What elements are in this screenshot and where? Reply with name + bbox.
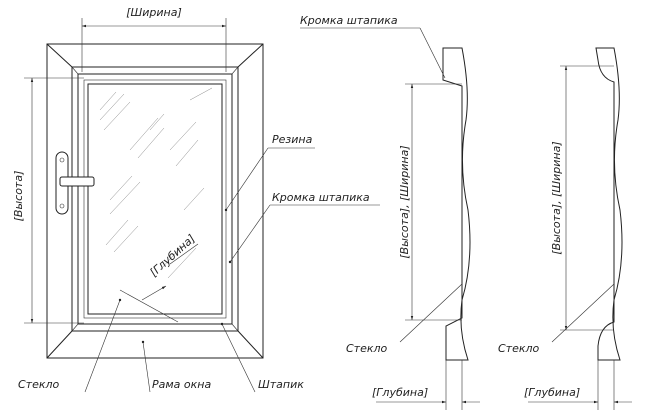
- label-width: [Ширина]: [126, 6, 182, 19]
- label-section2-depth: [Глубина]: [524, 386, 580, 399]
- label-bead: Штапик: [258, 378, 304, 391]
- glass-hatching: [99, 87, 213, 279]
- window-front-view: [24, 18, 264, 359]
- label-rubber: Резина: [272, 133, 313, 146]
- label-section1-dim: [Высота], [Ширина]: [398, 145, 411, 258]
- label-glass: Стекло: [18, 378, 60, 391]
- section-beveled: [300, 27, 480, 410]
- label-bead-edge-mid: Кромка штапика: [272, 191, 370, 204]
- label-section1-depth: [Глубина]: [372, 386, 428, 399]
- label-section2-dim: [Высота], [Ширина]: [550, 141, 563, 254]
- front-leaders: [84, 147, 380, 393]
- label-section1-glass: Стекло: [346, 342, 388, 355]
- section2-profile: [595, 47, 623, 361]
- label-frame: Рама окна: [152, 378, 211, 391]
- label-section2-glass: Стекло: [498, 342, 540, 355]
- label-depth-diag: [Глубина]: [147, 232, 197, 279]
- label-bead-edge-top: Кромка штапика: [300, 14, 398, 27]
- window-handle: [55, 151, 95, 215]
- bead: [77, 73, 233, 325]
- frame-outer: [46, 43, 264, 359]
- glass-pane: [87, 83, 223, 315]
- rubber-seal: [83, 79, 227, 319]
- section1-profile: [442, 47, 471, 361]
- frame-inner: [71, 66, 239, 332]
- label-height: [Высота]: [12, 171, 25, 222]
- section-rounded: [528, 47, 632, 410]
